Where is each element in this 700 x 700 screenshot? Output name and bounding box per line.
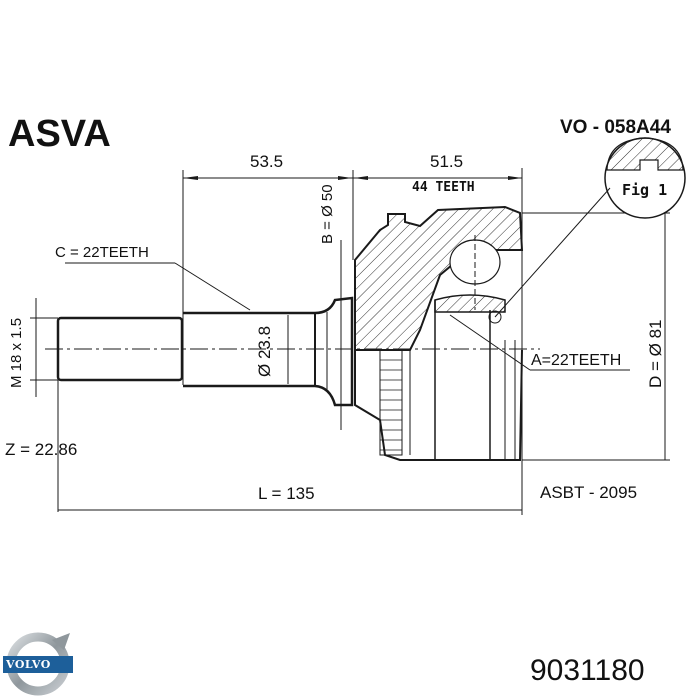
outer-teeth-label: 44 TEETH xyxy=(412,180,475,195)
dim-51-5: 51.5 xyxy=(430,152,464,171)
a-teeth-label: A=22TEETH xyxy=(531,352,622,369)
part-number: 9031180 xyxy=(530,654,645,687)
thread-label: M 18 x 1.5 xyxy=(8,317,25,388)
asbt-reference: ASBT - 2095 xyxy=(540,483,638,502)
brand-name: ASVA xyxy=(8,113,111,155)
d-diameter-label: D = Ø 81 xyxy=(646,319,665,388)
volvo-logo xyxy=(3,632,73,696)
b-diameter-label: B = Ø 50 xyxy=(319,184,336,244)
dim-53-5: 53.5 xyxy=(250,152,284,171)
shaft-diameter-label: Ø 23.8 xyxy=(255,325,274,377)
c-teeth-label: C = 22TEETH xyxy=(55,244,149,261)
volvo-logo-text: VOLVO xyxy=(6,658,51,671)
fig-1-label: Fig 1 xyxy=(622,181,668,199)
total-length-label: L = 135 xyxy=(258,484,315,503)
asva-code: VO - 058A44 xyxy=(560,117,671,138)
z-label: Z = 22.86 xyxy=(5,440,78,459)
